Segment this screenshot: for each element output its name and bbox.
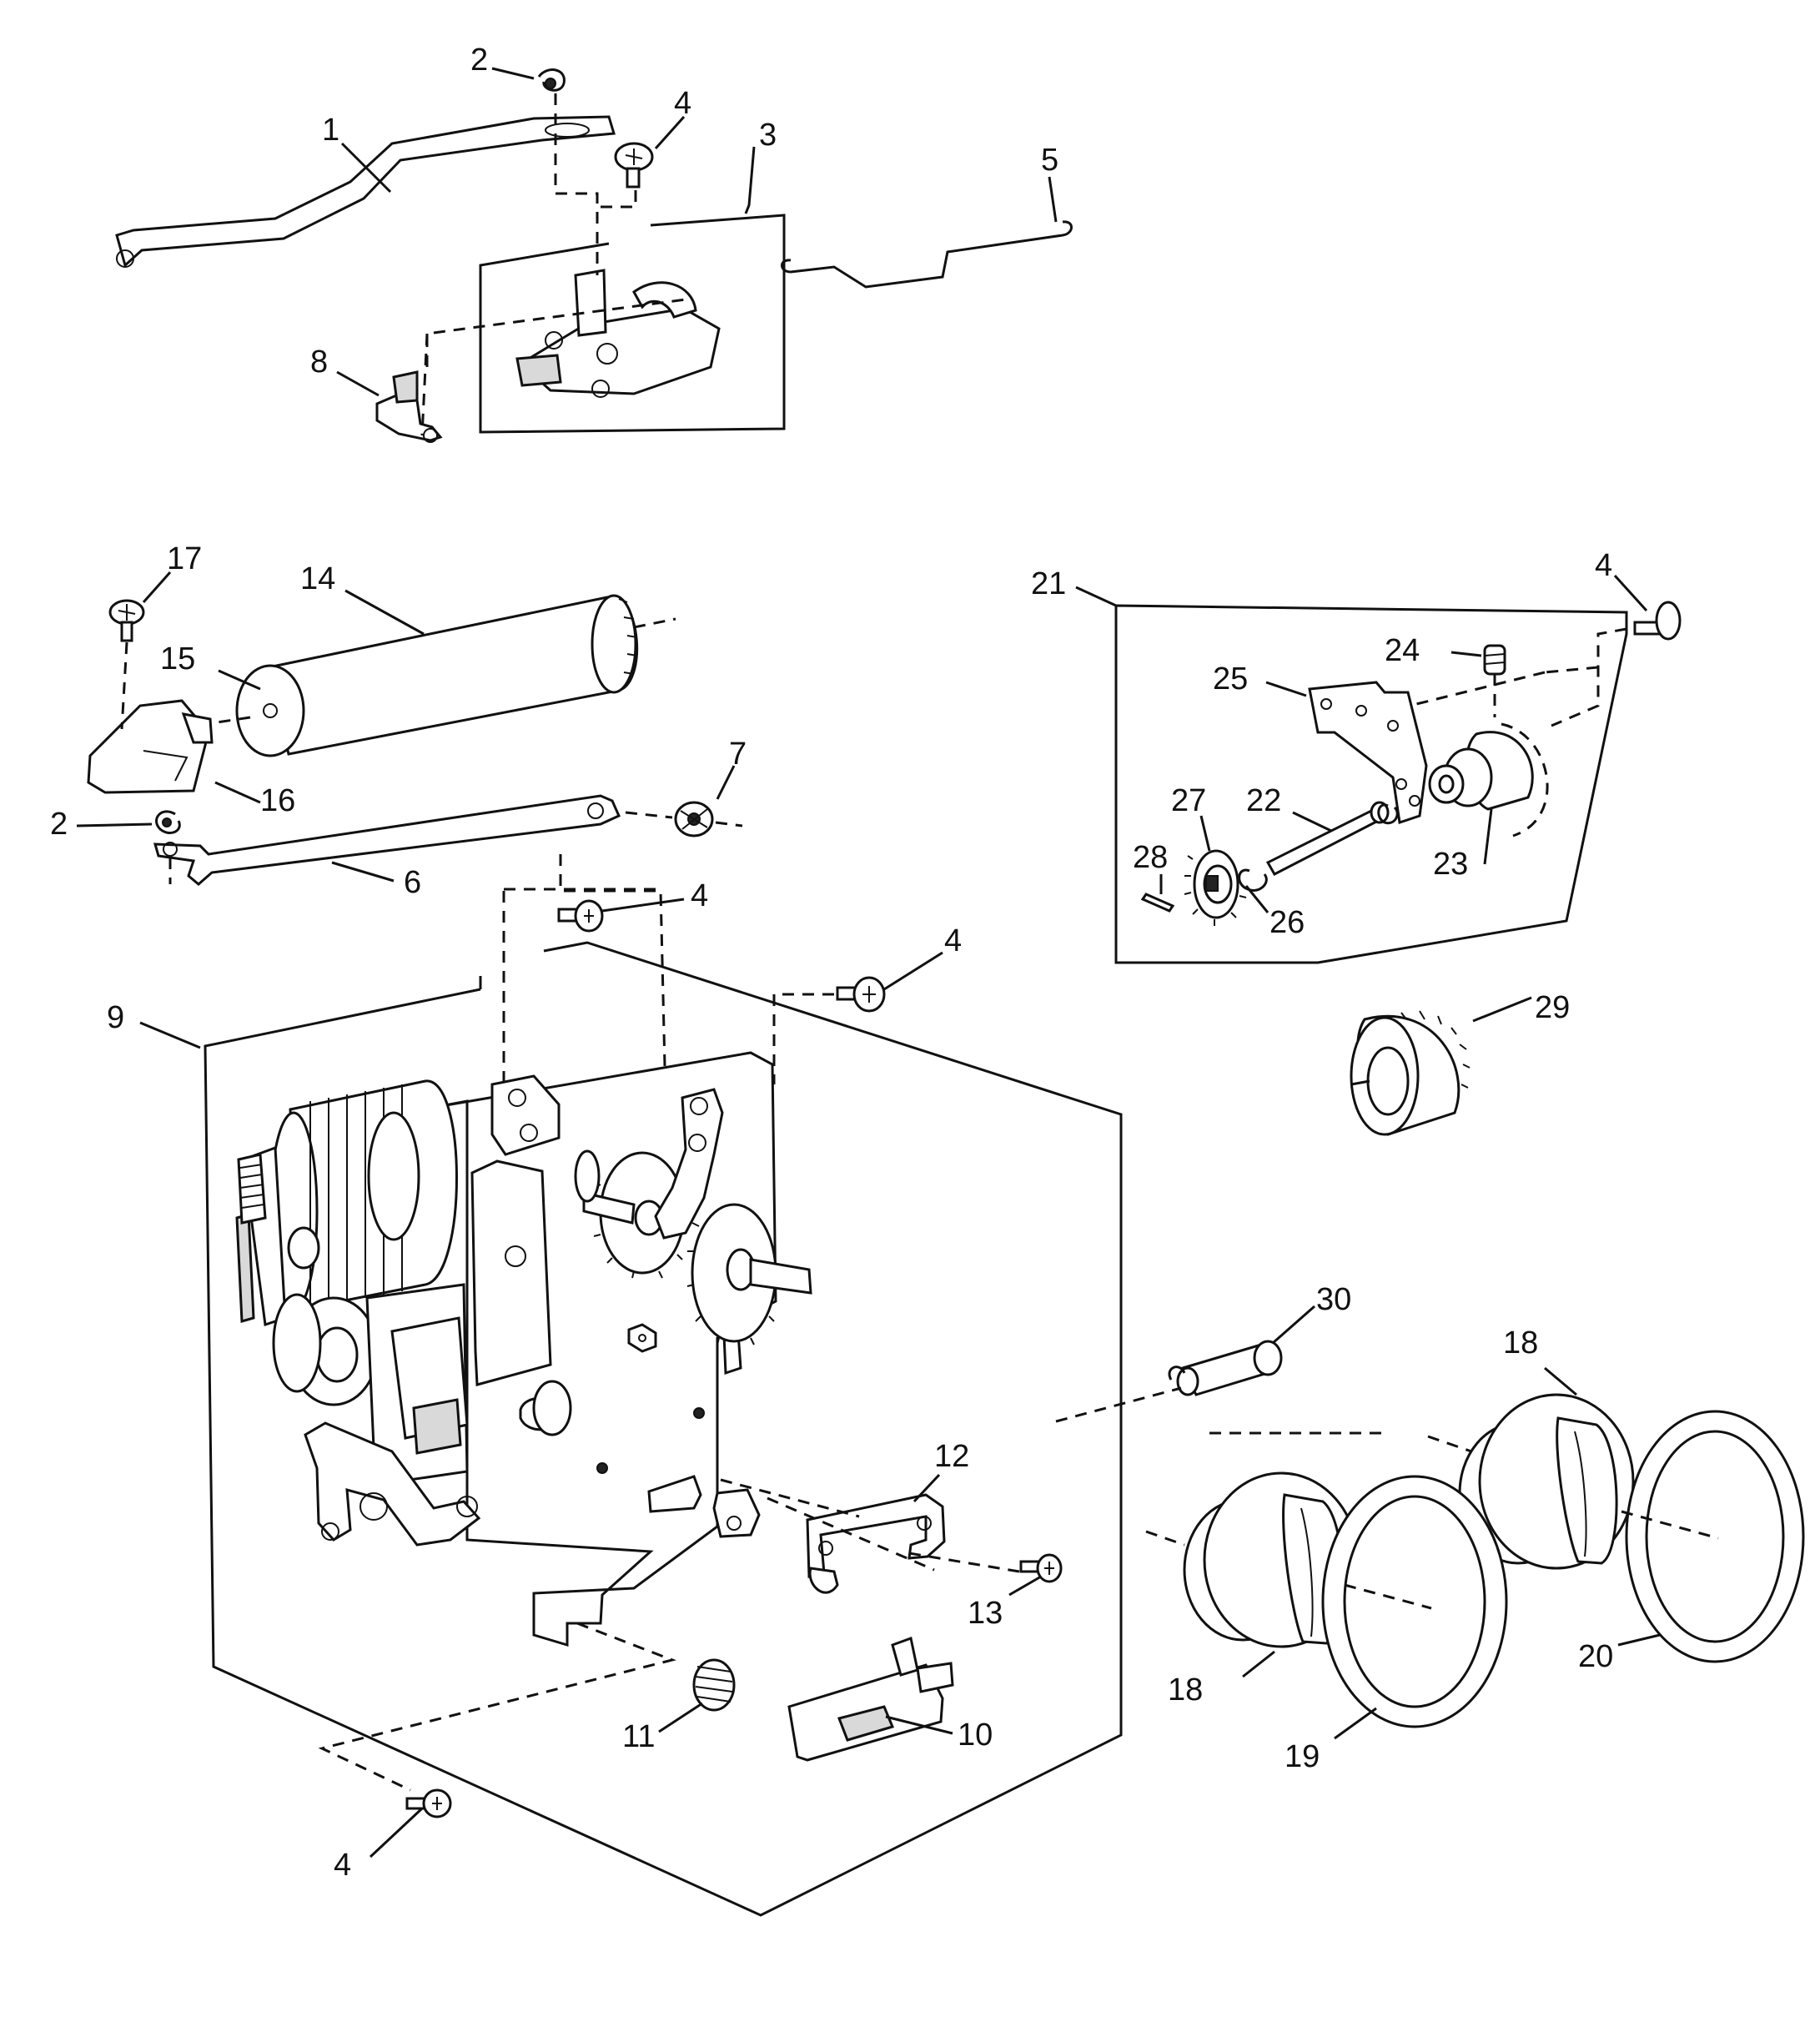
part-29-drum-gear — [1350, 1010, 1471, 1136]
part-2-eclip-mid — [155, 810, 181, 834]
callout-4b: 4 — [691, 878, 708, 913]
callout-4: 4 — [674, 86, 691, 121]
callout-8: 8 — [310, 345, 328, 380]
assembly-path-21-1 — [1551, 627, 1627, 727]
part-4-screw-top — [614, 142, 654, 189]
callout-29: 29 — [1535, 990, 1570, 1025]
part-14-roller — [235, 594, 639, 757]
callout-1: 1 — [322, 113, 339, 148]
callout-6: 6 — [404, 865, 421, 900]
assembly-path-20 — [1621, 1510, 1719, 1540]
assembly-path-12b — [767, 1496, 935, 1572]
part-26-eclip — [1238, 868, 1268, 892]
callout-9: 9 — [107, 1000, 124, 1035]
part-11-spring — [692, 1658, 736, 1712]
assembly-path-main-1 — [559, 854, 669, 1172]
callout-2: 2 — [470, 43, 488, 78]
callout-3: 3 — [759, 118, 777, 153]
assembly-path-nut7 — [625, 811, 673, 819]
part-24-set-screw — [1483, 644, 1506, 676]
callout-4e: 4 — [334, 1848, 351, 1883]
assembly-path-knob18-top — [1427, 1435, 1477, 1455]
part-13-screw — [1019, 1553, 1063, 1583]
part-4-screw-right — [1633, 601, 1682, 641]
part-20-ring — [1625, 1410, 1805, 1663]
assembly-path-nut7-right — [715, 821, 743, 827]
assembly-path-30 — [1055, 1386, 1182, 1423]
part-30-bushing — [1168, 1340, 1283, 1396]
callout-23: 23 — [1433, 847, 1468, 882]
callout-labels: 1 2 3 4 5 8 17 14 15 16 2 7 6 4 4 9 21 4… — [50, 43, 1613, 1883]
callout-13: 13 — [968, 1596, 1003, 1631]
callout-27: 27 — [1171, 783, 1206, 818]
callout-16: 16 — [260, 783, 295, 818]
part-4-screw-mid-2 — [836, 976, 886, 1013]
callout-24: 24 — [1385, 633, 1420, 668]
callout-12: 12 — [934, 1439, 969, 1474]
callout-4c: 4 — [944, 923, 962, 958]
part-16-end-bracket — [87, 699, 214, 794]
part-7-nut — [674, 801, 714, 837]
part-12-bracket — [806, 1493, 946, 1594]
callout-10: 10 — [958, 1718, 993, 1753]
part-22-shaft — [1265, 801, 1390, 876]
assembly-path-roller-axis — [633, 617, 676, 629]
assembly-path-top-1 — [554, 93, 599, 242]
callout-18b: 18 — [1168, 1672, 1203, 1708]
part-4-screw-mid-1 — [557, 899, 604, 933]
callout-25: 25 — [1213, 661, 1248, 697]
assembly-path-top-2 — [596, 190, 637, 275]
part-23-bushing — [1428, 722, 1549, 837]
callout-15: 15 — [160, 641, 195, 677]
assembly-path-19 — [1344, 1583, 1432, 1610]
callout-4d: 4 — [1595, 548, 1612, 583]
part-5-wire-link — [781, 220, 1073, 289]
callout-17: 17 — [167, 541, 202, 576]
part-8-bracket — [375, 370, 443, 443]
callout-30: 30 — [1316, 1282, 1351, 1317]
part-9-group-box — [204, 941, 1123, 1917]
part-19-ring — [1321, 1475, 1508, 1728]
part-28-pin — [1140, 893, 1175, 913]
part-3-group-box — [479, 214, 786, 434]
part-25-bracket — [1308, 681, 1428, 824]
callout-2b: 2 — [50, 807, 68, 842]
callout-11: 11 — [622, 1719, 655, 1754]
assembly-path-bottom — [318, 1622, 676, 1792]
assembly-path-screw17 — [120, 641, 128, 730]
part-3-assembly — [515, 269, 721, 398]
callout-5: 5 — [1041, 143, 1058, 178]
part-2-clip-top — [537, 68, 566, 92]
leader-lines — [76, 67, 1661, 1859]
part-17-screw — [108, 599, 145, 642]
part-18-knob-lower — [1183, 1471, 1360, 1648]
part-27-gear — [1184, 849, 1247, 926]
callout-21: 21 — [1031, 566, 1066, 601]
callout-26: 26 — [1269, 905, 1305, 940]
callout-18a: 18 — [1503, 1325, 1538, 1361]
assembly-path-21-3 — [1409, 671, 1546, 707]
callout-19: 19 — [1285, 1739, 1320, 1774]
part-21-group-box — [1114, 604, 1628, 964]
assembly-path-12 — [720, 1478, 860, 1518]
callout-28: 28 — [1133, 840, 1168, 875]
part-4-screw-bottom — [405, 1788, 452, 1818]
part-26-eclip-2 — [1377, 803, 1399, 825]
callout-20: 20 — [1578, 1639, 1613, 1674]
assembly-path-knob18-bottom — [1145, 1530, 1185, 1547]
callout-22: 22 — [1246, 783, 1281, 818]
assembly-path-21-2 — [1544, 666, 1599, 674]
main-mechanism-assembly — [235, 1051, 812, 1647]
part-6-lever — [153, 794, 621, 886]
assembly-path-top-4 — [420, 333, 429, 436]
part-1-lever — [115, 115, 616, 268]
assembly-path-main-4 — [772, 993, 834, 1084]
callout-7: 7 — [729, 737, 747, 772]
callout-14: 14 — [300, 561, 335, 596]
part-10-latch — [787, 1636, 954, 1762]
assembly-path-roller-left — [216, 716, 251, 724]
